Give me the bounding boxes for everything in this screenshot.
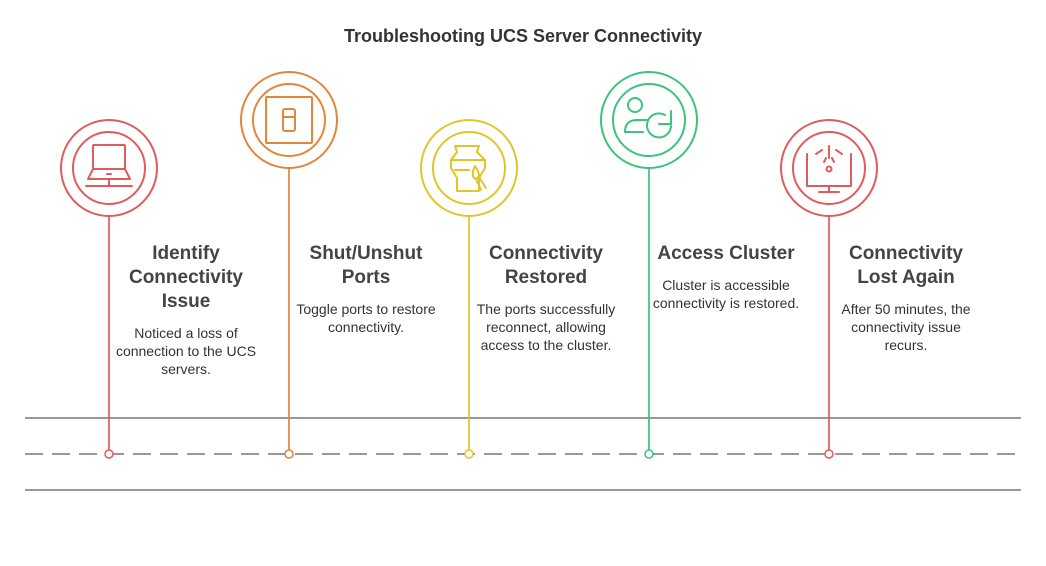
step-marker xyxy=(824,449,834,459)
step-title: Connectivity Lost Again xyxy=(848,243,964,288)
step-node-3 xyxy=(420,119,518,459)
outer-ring xyxy=(780,119,878,217)
step-node-1 xyxy=(60,119,158,459)
step-marker xyxy=(464,449,474,459)
inner-ring xyxy=(792,131,866,205)
outer-ring xyxy=(240,71,338,169)
step-description: Noticed a loss of connection to the UCS … xyxy=(115,325,257,377)
diagram-title: Troubleshooting UCS Server Connectivity xyxy=(343,26,703,46)
monitor-signal-icon xyxy=(806,145,852,193)
vase-brush-icon xyxy=(450,145,487,192)
step-description: The ports successfully reconnect, allowi… xyxy=(476,301,616,353)
step-marker xyxy=(284,449,294,459)
step-marker xyxy=(104,449,114,459)
step-node-5 xyxy=(780,119,878,459)
step-title: Connectivity Restored xyxy=(488,243,604,288)
step-marker xyxy=(644,449,654,459)
laptop-icon xyxy=(85,144,133,187)
inner-ring xyxy=(432,131,506,205)
inner-ring xyxy=(612,83,686,157)
step-title: Access Cluster xyxy=(657,243,795,264)
inner-ring xyxy=(252,83,326,157)
inner-ring xyxy=(72,131,146,205)
step-description: Toggle ports to restore connectivity. xyxy=(296,301,436,335)
outer-ring xyxy=(420,119,518,217)
step-description: Cluster is accessible connectivity is re… xyxy=(652,277,800,311)
step-description: After 50 minutes, the connectivity issue… xyxy=(841,301,971,353)
step-node-4 xyxy=(600,71,698,459)
switch-icon xyxy=(265,96,313,144)
step-title: Identify Connectivity Issue xyxy=(128,243,244,312)
step-title: Shut/Unshut Ports xyxy=(309,243,423,288)
user-refresh-icon xyxy=(624,97,672,139)
step-node-2 xyxy=(240,71,338,459)
